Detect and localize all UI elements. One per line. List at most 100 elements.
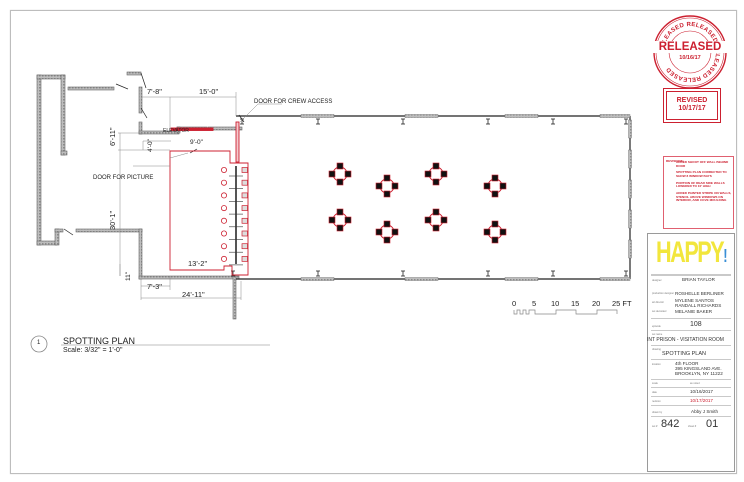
light-fixture (375, 174, 399, 198)
revisions-box: REVISIONS: ADDED SHOOT OFF WALL BEHIND D… (663, 156, 734, 229)
visitation-booths (220, 166, 248, 266)
scale-tick-15: 15 (571, 299, 580, 308)
booth-stool (220, 205, 227, 212)
revised-label: REVISED (676, 97, 708, 104)
set-name-label: set name (652, 333, 663, 336)
revision-item: ADDED SHOOT OFF WALL BEHIND DOOR (676, 160, 729, 168)
scale-label: scale (652, 382, 658, 385)
scale-tick-5: 5 (532, 299, 537, 308)
light-fixture (483, 220, 507, 244)
designer-label: designer (652, 279, 662, 282)
booth-chair (241, 192, 248, 199)
released-stamp-label: RELEASED (650, 41, 730, 53)
episode-value: 108 (690, 321, 702, 328)
booth-chair (241, 205, 248, 211)
booth-chair (241, 243, 248, 250)
set-walls (169, 121, 249, 276)
light-fixture (424, 208, 448, 232)
booth-stool (220, 243, 227, 250)
light-fixtures (328, 162, 507, 244)
drawn-by-value: Abby J Smith (691, 409, 719, 414)
door-swings (63, 72, 245, 236)
scale-tick-20: 20 (592, 299, 601, 308)
drawn-by-label: drawn by (652, 411, 663, 414)
light-fixture (328, 208, 352, 232)
scale-tick-10: 10 (551, 299, 560, 308)
dim-9-0: 9'-0" (190, 139, 203, 146)
revised-stamp: REVISED 10/17/17 (663, 88, 721, 123)
scale-tick-0: 0 (512, 299, 517, 308)
scale-tick-25: 25 FT (612, 299, 632, 308)
revisions-heading: REVISIONS: (666, 159, 684, 163)
scale-bar-graphic (513, 309, 618, 315)
booth-stool (220, 255, 227, 262)
booth-stool (220, 179, 227, 186)
drawing-sheet (10, 10, 737, 474)
door-for-picture-label: DOOR FOR PICTURE (93, 175, 154, 181)
logo-text: HAPPY (656, 236, 725, 269)
main-room-walls (236, 115, 631, 280)
set-number-value: 842 (661, 418, 680, 430)
revision-item: PORTION OF REAR SIDE WALLS LOWERED TO 10… (676, 180, 725, 189)
dim-6-11: 6'-11" (108, 127, 117, 146)
dim-13-2: 13'-2" (188, 259, 208, 268)
location-line-2: 395 KINGSLAND AVE. (675, 366, 722, 371)
dimension-lines (118, 92, 282, 300)
light-fixture (375, 220, 399, 244)
light-fixture (328, 162, 352, 186)
art-director-1: MYLENE SANTOS (675, 298, 714, 303)
revision-item: ADDED PAINTED STRIPE ON WALLS, STENCIL A… (676, 191, 732, 203)
booth-stool (220, 217, 227, 224)
light-fixture (424, 162, 448, 186)
plan-title: SPOTTING PLAN (63, 336, 136, 346)
dim-11: 11" (125, 271, 132, 281)
dim-7-3: 7'-3" (147, 282, 162, 291)
released-stamp-date: 10/16/17 (679, 55, 701, 61)
booth-stool (220, 166, 227, 173)
drawing-label: drawing (652, 348, 661, 351)
date-value: 10/16/2017 (690, 389, 713, 394)
set-decorator-value: MELANIE BAKER (675, 309, 713, 314)
sheet-number-label: sheet # (688, 425, 697, 428)
sheet-number-value: 01 (706, 418, 719, 430)
existing-walls (36, 71, 243, 320)
elevator-label: ELEVATOR (163, 128, 189, 134)
detail-number: 1 (37, 340, 41, 346)
revision-date-value: 10/17/2017 (690, 398, 713, 403)
episode-label: episode (652, 325, 661, 328)
door-crew-access-label: DOOR FOR CREW ACCESS (254, 99, 333, 105)
dim-4-0: 4'-0" (147, 139, 154, 152)
booth-chair (241, 179, 248, 186)
title-block: HAPPY! designer BRIAN TAYLOR production … (647, 233, 735, 472)
set-number-label: set # (652, 425, 658, 428)
booth-stool (220, 230, 227, 237)
column-markers (231, 118, 628, 277)
window-bays (300, 114, 632, 281)
booth-chair (241, 217, 248, 224)
production-designer-value: ROSHELLE BERLINER (675, 291, 724, 296)
revised-date: 10/17/17 (678, 105, 706, 112)
designer-value: BRIAN TAYLOR (682, 277, 715, 282)
booth-chair (241, 256, 248, 262)
art-director-label: art director (652, 301, 664, 304)
revision-label: revision (652, 400, 661, 403)
light-fixture (483, 174, 507, 198)
art-director-2: RANDALL RICHARDS (675, 303, 722, 308)
location-label: location (652, 363, 661, 366)
production-designer-label: production designer (652, 292, 674, 295)
plan-scale: Scale: 3/32" = 1'-0" (63, 347, 123, 354)
set-decorator-label: set decorator (652, 310, 667, 313)
location-line-3: BROOKLYN, NY 11222 (675, 371, 723, 376)
booth-chair (241, 167, 248, 173)
happy-logo: HAPPY! (656, 236, 728, 271)
date-label: date (652, 391, 657, 394)
set-name-value: INT PRISON - VISITATION ROOM (647, 337, 724, 343)
booth-chair (241, 230, 248, 237)
booth-stool (220, 192, 227, 199)
dim-15-0: 15'-0" (199, 87, 219, 96)
location-line-1: 4th FLOOR (675, 361, 699, 366)
drawing-value: SPOTTING PLAN (662, 351, 707, 357)
dim-30-1: 30'-1" (108, 210, 117, 230)
dim-24-11: 24'-11" (182, 290, 205, 299)
